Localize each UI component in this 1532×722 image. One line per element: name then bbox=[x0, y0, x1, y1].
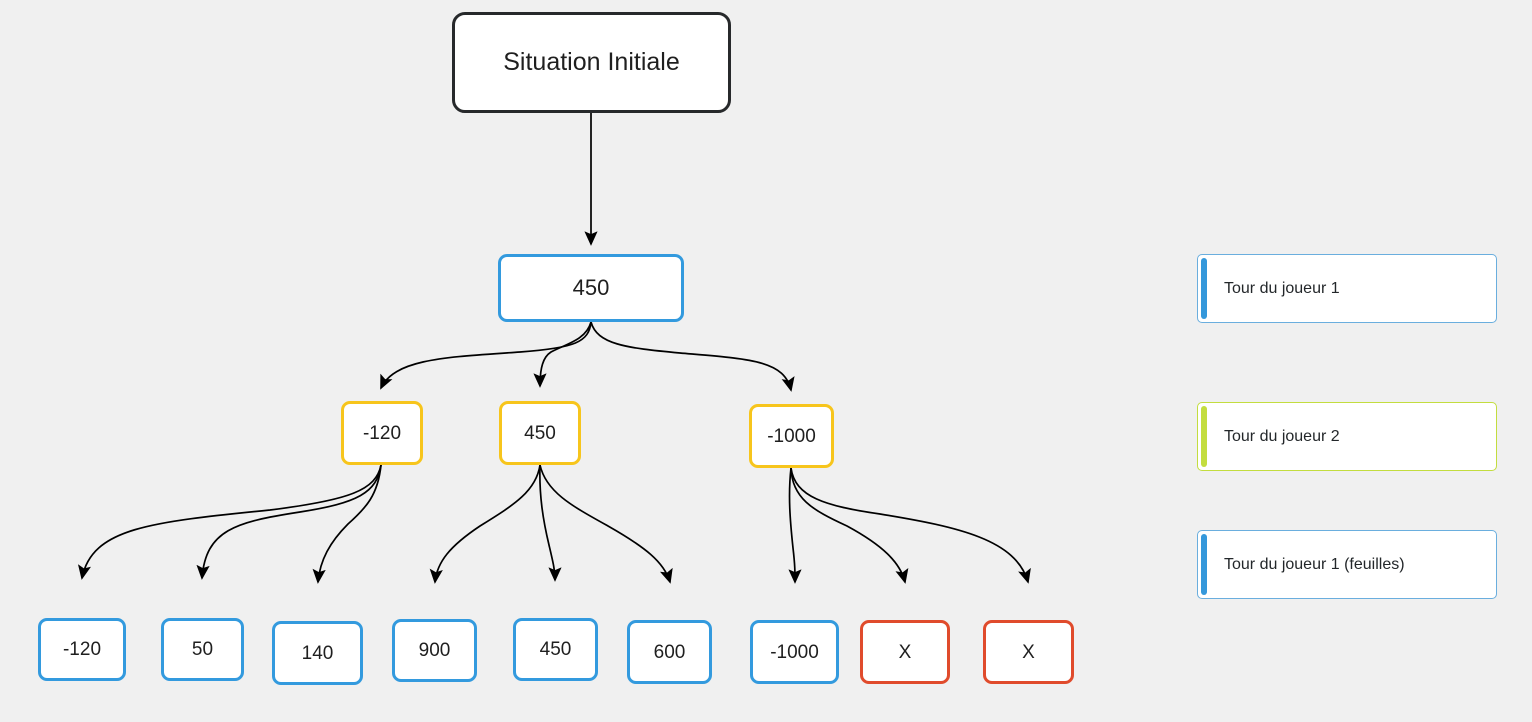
legend-accent-bar bbox=[1201, 406, 1207, 467]
edge-n-1000-l3-to-leaf--1000 bbox=[788, 467, 802, 584]
tree-node-leaf-900[interactable]: 900 bbox=[392, 619, 477, 682]
tree-node-label: 50 bbox=[191, 639, 214, 660]
legend-player1[interactable]: Tour du joueur 1 bbox=[1197, 254, 1497, 323]
tree-node-leaf-140[interactable]: 140 bbox=[272, 621, 363, 685]
tree-node-n-120-l3[interactable]: -120 bbox=[341, 401, 423, 465]
tree-node-leaf-450[interactable]: 450 bbox=[513, 618, 598, 681]
edge-n-1000-l3-to-leaf-x1 bbox=[790, 467, 909, 584]
tree-node-label: 600 bbox=[653, 641, 686, 663]
tree-node-leaf--120[interactable]: -120 bbox=[38, 618, 126, 681]
tree-node-label: 450 bbox=[524, 422, 556, 444]
tree-node-label: -1000 bbox=[767, 425, 816, 447]
edge-n450-root-to-n-120-l3 bbox=[380, 321, 592, 390]
legend-accent-bar bbox=[1201, 534, 1207, 595]
tree-node-leaf-x2[interactable]: X bbox=[983, 620, 1074, 684]
edge-n-120-l3-to-leaf--120 bbox=[78, 464, 382, 580]
tree-node-label: X bbox=[1022, 641, 1035, 663]
tree-node-leaf-50[interactable]: 50 bbox=[161, 618, 244, 681]
edge-n-1000-l3-to-leaf-x2 bbox=[790, 467, 1031, 584]
tree-node-label: 140 bbox=[301, 642, 334, 664]
edge-n450-l3-to-leaf-900 bbox=[429, 464, 541, 584]
tree-node-leaf-x1[interactable]: X bbox=[860, 620, 950, 684]
tree-node-leaf-600[interactable]: 600 bbox=[627, 620, 712, 684]
edge-n450-root-to-n-1000-l3 bbox=[590, 321, 795, 392]
edge-n450-root-to-n450-l3 bbox=[533, 321, 592, 388]
edge-n450-l3-to-leaf-450 bbox=[538, 464, 562, 582]
legend-player1-leaves[interactable]: Tour du joueur 1 (feuilles) bbox=[1197, 530, 1497, 599]
tree-node-n450-root[interactable]: 450 bbox=[498, 254, 684, 322]
tree-node-label: 450 bbox=[572, 275, 610, 300]
legend-label: Tour du joueur 2 bbox=[1224, 427, 1340, 445]
tree-node-root[interactable]: Situation Initiale bbox=[452, 12, 731, 113]
legend-accent-bar bbox=[1201, 258, 1207, 319]
tree-node-label: X bbox=[898, 641, 912, 663]
tree-node-label: 900 bbox=[418, 640, 451, 661]
tree-node-leaf--1000[interactable]: -1000 bbox=[750, 620, 839, 684]
tree-node-n-1000-l3[interactable]: -1000 bbox=[749, 404, 834, 468]
edge-n450-l3-to-leaf-600 bbox=[539, 464, 673, 584]
tree-node-n450-l3[interactable]: 450 bbox=[499, 401, 581, 465]
legend-label: Tour du joueur 1 (feuilles) bbox=[1224, 555, 1405, 573]
tree-node-label: -1000 bbox=[770, 641, 819, 663]
edge-n-120-l3-to-leaf-50 bbox=[196, 464, 382, 580]
tree-node-label: Situation Initiale bbox=[503, 48, 680, 76]
legend-label: Tour du joueur 1 bbox=[1224, 279, 1340, 297]
tree-node-label: -120 bbox=[362, 422, 402, 444]
legend-player2[interactable]: Tour du joueur 2 bbox=[1197, 402, 1497, 471]
tree-node-label: 450 bbox=[539, 639, 572, 660]
tree-node-label: -120 bbox=[62, 639, 102, 660]
edge-n-120-l3-to-leaf-140 bbox=[312, 464, 382, 584]
